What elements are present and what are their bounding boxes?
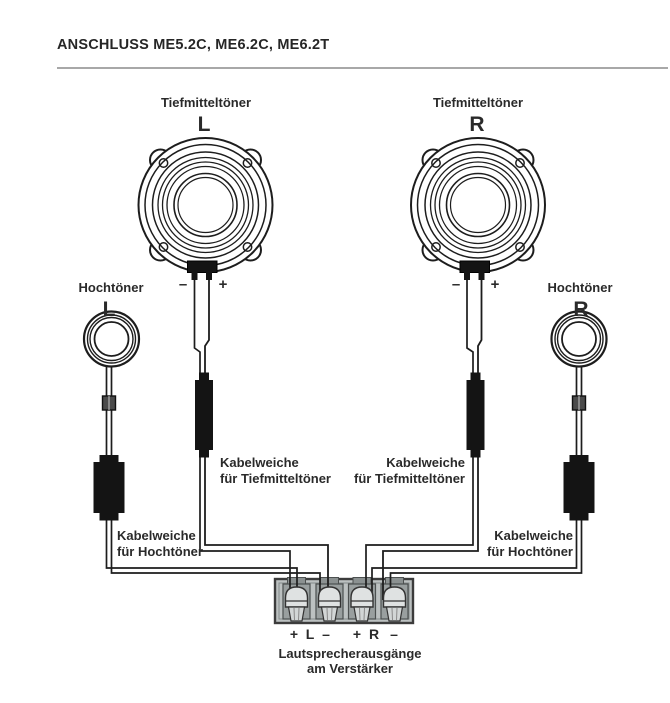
page-title: ANSCHLUSS ME5.2C, ME6.2C, ME6.2T: [57, 37, 330, 53]
woofer-right-label: Tiefmitteltöner: [433, 95, 523, 110]
woofer-left-minus: –: [179, 276, 187, 293]
amp-label-channel-left: L: [306, 626, 315, 642]
crossover-tweeter-right-label-2: für Hochtöner: [487, 544, 573, 559]
labels: Tiefmitteltöner L – + Tiefmitteltöner R …: [79, 95, 613, 676]
amp-caption-line1: Lautsprecherausgänge: [278, 646, 421, 661]
woofer-left-label: Tiefmitteltöner: [161, 95, 251, 110]
amp-label-plus-right: +: [353, 626, 361, 642]
crossover-woofer-left: [195, 372, 213, 458]
crossover-tweeter-right-label-1: Kabelweiche: [494, 528, 573, 543]
woofer-right-plus: +: [491, 276, 500, 293]
amp-label-minus-left: –: [322, 626, 330, 642]
terminal-block-inner-edge: [278, 582, 410, 620]
woofer-right-channel: R: [469, 113, 484, 136]
woofer-right-minus: –: [452, 276, 460, 293]
amp-label-minus-right: –: [390, 626, 398, 642]
amp-label-channel-right: R: [369, 626, 379, 642]
tweeter-left-connector: [101, 395, 117, 411]
tweeter-left-label: Hochtöner: [79, 280, 144, 295]
crossover-woofer-right: [466, 372, 485, 458]
crossover-woofer-right-label-2: für Tiefmitteltöner: [354, 471, 465, 486]
amp-caption-line2: am Verstärker: [307, 661, 393, 676]
amp-label-plus-left: +: [290, 626, 298, 642]
woofer-left-channel: L: [198, 113, 211, 136]
crossover-tweeter-right: [563, 455, 595, 521]
crossover-tweeter-left: [93, 455, 125, 521]
woofer-left-speaker: [137, 137, 274, 281]
tweeter-right-label: Hochtöner: [548, 280, 613, 295]
crossover-woofer-left-label-1: Kabelweiche: [220, 455, 299, 470]
woofer-left-plus: +: [219, 276, 228, 293]
tweeter-right-connector: [571, 395, 587, 411]
crossover-woofer-left-label-2: für Tiefmitteltöner: [220, 471, 331, 486]
crossover-tweeter-left-label-2: für Hochtöner: [117, 544, 203, 559]
crossover-woofer-right-label-1: Kabelweiche: [386, 455, 465, 470]
crossover-tweeter-left-label-1: Kabelweiche: [117, 528, 196, 543]
woofer-right-speaker: [410, 137, 546, 281]
title-divider: [57, 67, 668, 69]
tweeter-right-channel: R: [573, 298, 588, 321]
tweeter-left-channel: L: [103, 298, 116, 321]
